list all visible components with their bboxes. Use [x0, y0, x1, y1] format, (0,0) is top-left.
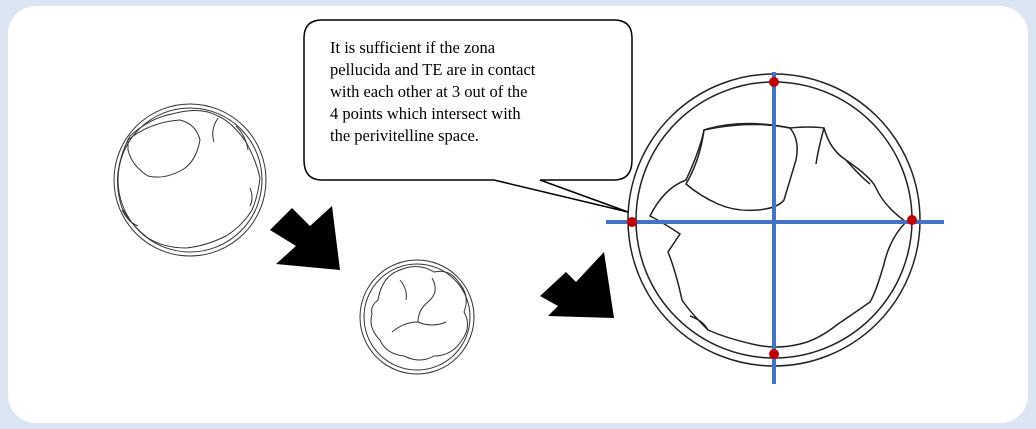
zona-pellucida-inner: [364, 264, 470, 370]
arrow-2-icon: [540, 252, 614, 318]
embryo-blastocyst-small: [114, 104, 266, 256]
callout-text: It is sufficient if the zona pellucida a…: [330, 37, 620, 147]
zona-pellucida-outer: [360, 260, 474, 374]
trophectoderm-outline: [650, 123, 906, 347]
contact-point-top: [769, 77, 779, 87]
arrow-1-icon: [270, 206, 340, 270]
contact-point-left: [627, 217, 637, 227]
zona-pellucida-outer: [114, 104, 266, 256]
trophectoderm-outline: [118, 110, 261, 248]
embryo-morula: [360, 260, 474, 374]
contact-point-right: [907, 215, 917, 225]
intersection-axes: [606, 72, 944, 384]
inner-cell-mass: [686, 124, 797, 210]
contact-point-bottom: [769, 349, 779, 359]
